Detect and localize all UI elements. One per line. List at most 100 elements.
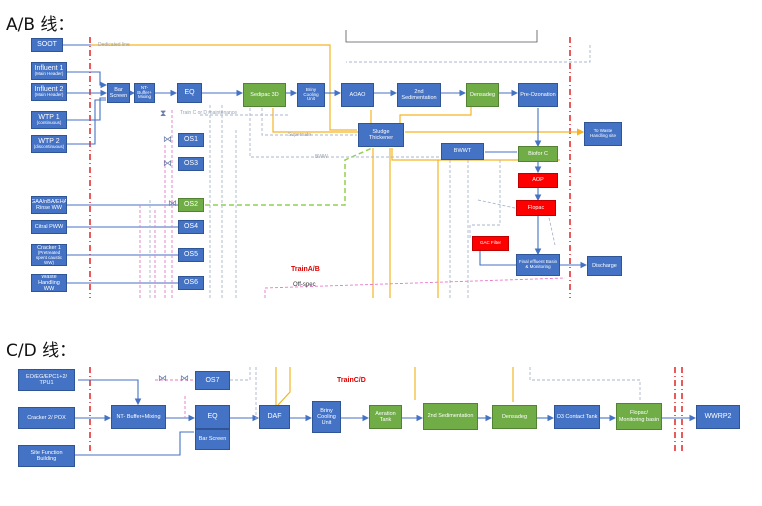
offspec-label: Off-spec: [293, 282, 316, 288]
ab-line-title: A/B 线：: [6, 15, 75, 35]
valve-icon[interactable]: ⋈: [163, 134, 172, 144]
os6-box[interactable]: OS6: [178, 276, 204, 290]
os4-box[interactable]: OS4: [178, 220, 204, 234]
cd-flopac-box[interactable]: Flopac/ Monitoring basin: [616, 403, 662, 430]
gac-label: GAC Filter: [479, 240, 501, 246]
os2-bypass-line: [205, 147, 373, 206]
sedipac-label: Sedipac 3D: [250, 91, 279, 98]
waste-handling-box[interactable]: Waste Handling WW: [31, 274, 67, 292]
os1-box[interactable]: OS1: [178, 133, 204, 147]
flopac-box[interactable]: Flopac: [516, 200, 556, 216]
bww-label: BWW: [315, 154, 328, 160]
cd-flopac-label: Flopac/ Monitoring basin: [618, 410, 660, 423]
valve-icon[interactable]: ⋈: [168, 198, 177, 208]
valve-icon[interactable]: ⋈: [180, 373, 189, 383]
cd-nt-buffer-box[interactable]: NT- Buffer+Mixing: [111, 405, 166, 429]
train-cd-label: TrainC/D: [337, 377, 366, 384]
influent2-box[interactable]: Influent 2 (Main Header): [31, 83, 67, 101]
cd-os7-box[interactable]: OS7: [195, 371, 230, 390]
aop-label: AOP: [532, 177, 544, 184]
preozon-box[interactable]: Pre-Ozonation: [518, 83, 558, 107]
final-effluent-box[interactable]: Final effluent Basin & Monitoring: [516, 254, 560, 276]
dedicated-line-label: Dedicated line: [98, 42, 130, 48]
flopac-label: Flopac: [527, 204, 545, 211]
cd-site-function-label: Site Function Building: [30, 449, 63, 462]
aoao-label: AOAO: [349, 91, 366, 98]
wtp1-box[interactable]: WTP 1 (continuous): [31, 111, 67, 129]
gaa-box[interactable]: GAA/nBA/EHA Rinse WW: [31, 196, 67, 214]
os3-box[interactable]: OS3: [178, 157, 204, 171]
valve-icon[interactable]: ⧗: [160, 108, 167, 118]
aoao-box[interactable]: AOAO: [341, 83, 374, 107]
supernate-label: Supernate: [288, 132, 312, 138]
cd-sed2-box[interactable]: 2nd Sedimentation: [423, 403, 478, 430]
discharge-box[interactable]: Discharge: [587, 256, 622, 276]
sludge-box[interactable]: Sludge Thickener: [358, 123, 404, 147]
cracker1-label: Cracker 1: [37, 244, 61, 251]
discharge-label: Discharge: [592, 262, 617, 269]
wtp2-box[interactable]: WTP 2 (discontinuous): [31, 135, 67, 153]
cd-densadeg-box[interactable]: Densadeg: [492, 405, 537, 429]
valve-icon[interactable]: ⋈: [158, 373, 167, 383]
cd-eq-eg-label: EO/EG/EPC1+2/ TPU1: [25, 373, 68, 386]
briny-box[interactable]: Briny Cooling Unit: [297, 83, 325, 107]
cd-sed2-label: 2nd Sedimentation: [427, 413, 474, 420]
influent1-box[interactable]: Influent 1 (Main Header): [31, 62, 67, 80]
sedipac-box[interactable]: Sedipac 3D: [243, 83, 286, 107]
soot-label: SOOT: [37, 41, 57, 49]
cd-o3-box[interactable]: O3 Contact Tank: [554, 405, 600, 429]
sed2-box[interactable]: 2nd Sedimentation: [397, 83, 441, 107]
cd-aeration-box[interactable]: Aeration Tank: [369, 405, 402, 429]
influent1-sub: (Main Header): [34, 71, 64, 77]
sed2-label: 2nd Sedimentation: [401, 88, 437, 101]
soot-box[interactable]: SOOT: [31, 38, 63, 52]
cd-bar-screen-box[interactable]: Bar Screen: [195, 429, 230, 450]
waste-handling-label: Waste Handling WW: [38, 274, 60, 292]
cd-briny-box[interactable]: Briny Cooling Unit: [312, 401, 341, 433]
briny-label: Briny Cooling Unit: [303, 86, 319, 102]
cd-daf-box[interactable]: DAF: [259, 405, 290, 429]
train-cd-maint-label: Train C or D maintenance: [180, 110, 238, 116]
cd-briny-label: Briny Cooling Unit: [317, 407, 336, 427]
preozon-label: Pre-Ozonation: [520, 91, 556, 98]
os1-label: OS1: [183, 136, 198, 144]
orange-sludge-lines: [91, 44, 585, 298]
aop-box[interactable]: AOP: [518, 173, 558, 188]
citral-box[interactable]: Citral PWW: [31, 220, 67, 234]
pink-dedicated-lines: [139, 110, 566, 298]
densadeg-box[interactable]: Densadeg: [466, 83, 499, 107]
valve-icon[interactable]: ⋈: [163, 158, 172, 168]
cracker1-box[interactable]: Cracker 1 (Pretreated spent caustic WW): [31, 244, 67, 266]
wtp2-label: WTP 2: [38, 137, 60, 145]
cd-aeration-label: Aeration Tank: [375, 410, 396, 423]
cd-cracker2-box[interactable]: Cracker 2/ POX: [18, 407, 75, 429]
cd-site-function-box[interactable]: Site Function Building: [18, 445, 75, 467]
train-ab-label: TrainA/B: [291, 266, 320, 273]
biofor-label: Biofor C: [528, 150, 548, 157]
os3-label: OS3: [183, 160, 198, 168]
bar-screen-box[interactable]: Bar Screen: [107, 83, 130, 103]
os5-label: OS5: [183, 251, 198, 259]
biofor-box[interactable]: Biofor C: [518, 146, 558, 162]
to-waste-box[interactable]: To Waste Handling site: [584, 122, 622, 146]
os4-label: OS4: [183, 223, 198, 231]
cd-eq-box[interactable]: EQ: [195, 405, 230, 429]
wtp1-label: WTP 1: [38, 113, 60, 121]
os5-box[interactable]: OS5: [178, 248, 204, 262]
os2-box[interactable]: OS2: [178, 198, 204, 212]
to-waste-label: To Waste Handling site: [589, 128, 616, 138]
densadeg-label: Densadeg: [469, 91, 496, 98]
bwwt-box[interactable]: BWWT: [441, 143, 484, 160]
cd-eq-eg-box[interactable]: EO/EG/EPC1+2/ TPU1: [18, 369, 75, 391]
cd-blue-flow: [75, 379, 697, 456]
final-effluent-label: Final effluent Basin & Monitoring: [518, 259, 558, 269]
wtp2-sub: (discontinuous): [33, 144, 65, 150]
gray-return-lines: [149, 45, 591, 298]
eq-box[interactable]: EQ: [177, 83, 202, 103]
gac-box[interactable]: GAC Filter: [472, 236, 509, 251]
cd-wwrp2-box[interactable]: WWRP2: [696, 405, 740, 429]
influent2-sub: (Main Header): [34, 92, 64, 98]
citral-label: Citral PWW: [34, 223, 64, 230]
nt-buffer-box[interactable]: NT-Buffer+ Mixing: [134, 83, 155, 103]
